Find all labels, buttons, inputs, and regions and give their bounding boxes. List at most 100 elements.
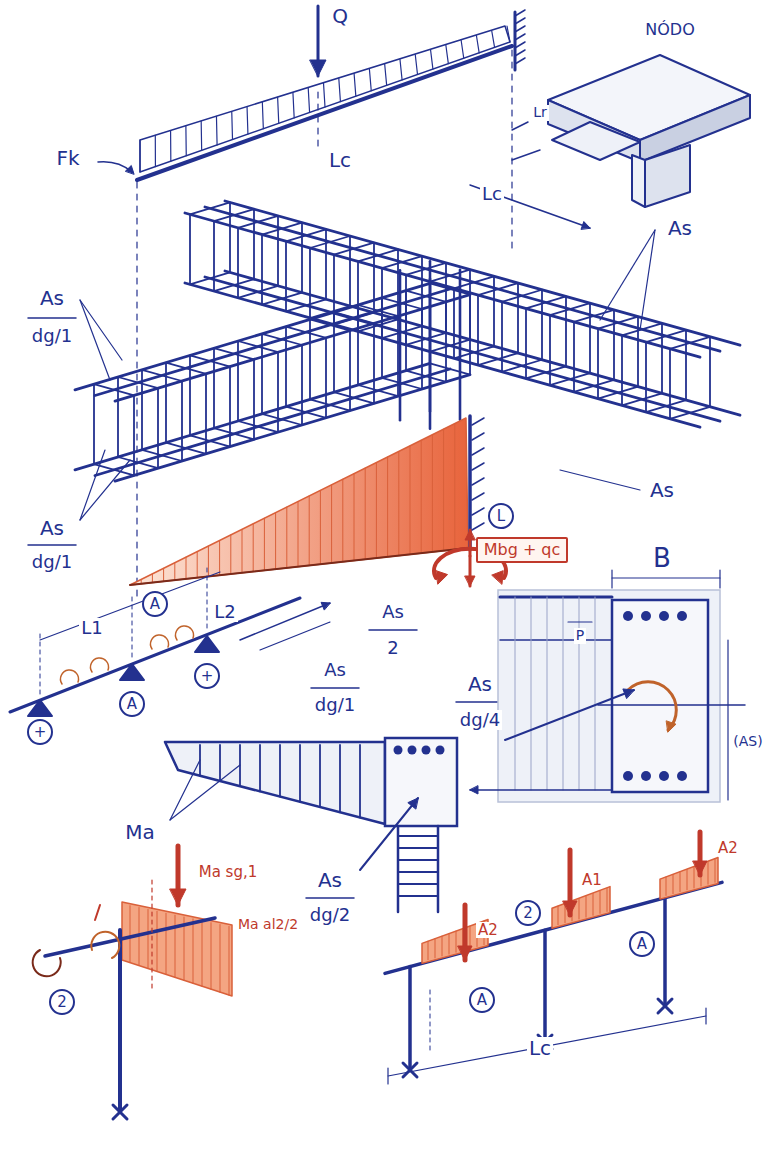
load-hatch	[435, 939, 436, 958]
stirrup	[319, 745, 321, 807]
moment-hatch	[421, 440, 422, 553]
node-text: A	[127, 696, 137, 713]
load-hatch	[558, 906, 559, 925]
rebar	[225, 271, 740, 415]
label-text: (AS)	[731, 734, 764, 749]
label-text: 2	[385, 638, 400, 658]
fraction-bar	[28, 317, 76, 319]
rebar-dot	[623, 771, 633, 781]
rebar	[185, 283, 700, 427]
load-hatch	[185, 126, 187, 156]
moment-hatch	[365, 468, 366, 559]
pin-symbol	[658, 999, 672, 1013]
dimension-line	[512, 150, 540, 160]
load-hatch	[415, 55, 417, 75]
label-text: As	[38, 517, 66, 539]
node-text: A	[150, 596, 160, 613]
rebar-dot	[422, 746, 431, 755]
rebar-dot	[641, 611, 651, 621]
support-symbol	[195, 636, 219, 652]
rebar	[185, 213, 700, 357]
moment-hatch	[208, 546, 209, 576]
callout-circle: 2	[515, 900, 541, 926]
fraction-bar	[28, 544, 76, 546]
stirrup	[219, 745, 221, 781]
column-line	[663, 898, 667, 1004]
rebar	[205, 277, 720, 421]
moment-hatch	[130, 906, 131, 963]
arrow-head	[310, 60, 326, 76]
support-hatch	[472, 433, 484, 440]
dashed-guide	[430, 990, 431, 1050]
arrow-head	[436, 571, 447, 584]
dashed-guide	[151, 880, 152, 990]
callout-circle: A	[119, 691, 145, 717]
callout-circle: +	[27, 719, 53, 745]
slab-hatch	[595, 597, 596, 790]
leader-line	[640, 230, 655, 330]
node-block	[640, 95, 750, 162]
label-text: Lr	[531, 105, 549, 120]
label-text: Ma al2/2	[236, 917, 300, 932]
rebar	[205, 207, 720, 351]
moment-hatch	[220, 925, 221, 993]
arrow-head	[563, 901, 577, 915]
node-block	[552, 122, 640, 160]
beam-line	[45, 918, 215, 956]
arrow	[240, 603, 330, 640]
dimension-tick	[512, 122, 528, 130]
load-hatch	[593, 894, 594, 916]
dashed-guide	[132, 597, 133, 658]
column-rebar	[399, 270, 402, 420]
label-text: A1	[580, 872, 604, 889]
label-text: B	[651, 544, 673, 573]
callout-circle: A	[629, 931, 655, 957]
arrow-head	[465, 530, 475, 540]
ladder-rung	[398, 883, 438, 885]
moment-hatch	[242, 529, 243, 572]
support-hatch	[472, 448, 484, 455]
load-hatch	[687, 869, 688, 889]
load-hatch	[293, 93, 294, 118]
slab-hatch	[515, 597, 516, 790]
label-text: dg/1	[30, 552, 74, 572]
label-text: NÓDO	[643, 21, 696, 39]
column-line	[408, 967, 412, 1068]
column-rebar	[459, 270, 462, 420]
wall-hatch	[515, 42, 525, 48]
node-text: 2	[57, 994, 67, 1011]
dimension-line	[40, 572, 220, 640]
wall-hatch	[515, 50, 525, 56]
support-hatch	[472, 463, 484, 470]
fraction-bar	[306, 897, 354, 899]
label-text: As	[648, 479, 676, 501]
moment-hatch	[211, 923, 212, 990]
callout-circle: +	[194, 663, 220, 689]
rebar-dot	[659, 771, 669, 781]
moment-hatch	[286, 507, 287, 568]
load-hatch	[470, 926, 471, 948]
ladder-rung	[398, 895, 438, 897]
arrow-head	[465, 576, 475, 586]
moment-axis	[130, 548, 468, 585]
moment-hatch	[331, 485, 332, 563]
load-hatch	[431, 50, 433, 69]
load-hatch	[456, 931, 457, 952]
moment-hatch	[454, 424, 455, 550]
load-hatch	[449, 934, 450, 954]
label-text: P	[574, 628, 586, 643]
node-text: +	[34, 724, 47, 741]
node-block	[548, 100, 640, 162]
moment-hatch	[253, 524, 254, 572]
callout-circle: A	[469, 987, 495, 1013]
arrow-head	[693, 861, 707, 875]
stirrup	[259, 745, 261, 791]
load-hatch	[607, 888, 608, 911]
stirrup	[299, 745, 301, 802]
reaction-arrow	[95, 905, 100, 920]
load-hatch	[694, 867, 695, 888]
rebar-dot	[436, 746, 445, 755]
dimension-line	[260, 622, 330, 650]
ladder-rung	[398, 835, 438, 837]
moment-diagram	[130, 418, 468, 585]
